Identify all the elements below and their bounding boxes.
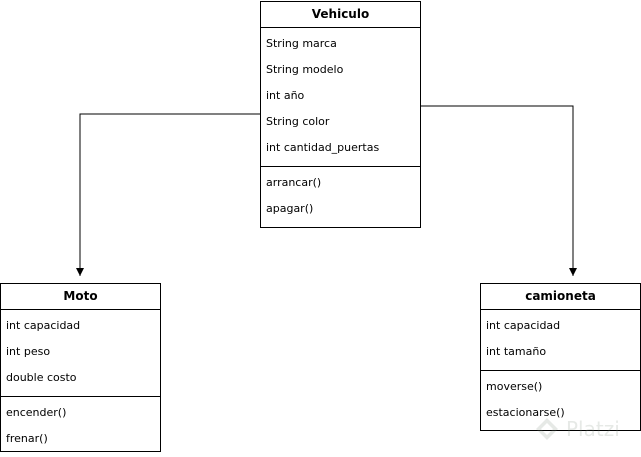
class-moto-attributes: int capacidad int peso double costo xyxy=(1,310,160,396)
class-moto-methods: encender() frenar() xyxy=(1,396,160,457)
class-camioneta-methods: moverse() estacionarse() xyxy=(481,370,640,431)
attribute-row: String modelo xyxy=(266,63,344,76)
attribute-row: String marca xyxy=(266,37,337,50)
method-row: frenar() xyxy=(6,432,48,445)
attribute-row: int cantidad_puertas xyxy=(266,141,380,154)
method-row: apagar() xyxy=(266,202,314,215)
platzi-watermark: Platzi xyxy=(534,416,620,442)
attribute-row: int capacidad xyxy=(6,319,81,332)
attribute-row: double costo xyxy=(6,371,77,384)
platzi-logo-icon xyxy=(536,418,558,440)
connector-vehiculo-to-moto xyxy=(76,113,260,276)
method-row: arrancar() xyxy=(266,176,322,189)
class-camioneta-attributes: int capacidad int tamaño xyxy=(481,310,640,370)
class-vehiculo-methods: arrancar() apagar() xyxy=(261,166,420,227)
attribute-row: String color xyxy=(266,115,330,128)
watermark-text: Platzi xyxy=(566,417,620,441)
class-vehiculo[interactable]: Vehiculo String marca String modelo int … xyxy=(260,1,421,228)
attribute-row: int peso xyxy=(6,345,51,358)
class-camioneta[interactable]: camioneta int capacidad int tamaño mover… xyxy=(480,283,641,431)
class-moto-title: Moto xyxy=(1,284,160,310)
attribute-row: int año xyxy=(266,89,305,102)
method-row: encender() xyxy=(6,406,67,419)
attribute-row: int capacidad xyxy=(486,319,561,332)
class-vehiculo-attributes: String marca String modelo int año Strin… xyxy=(261,28,420,166)
attribute-row: int tamaño xyxy=(486,345,547,358)
method-row: moverse() xyxy=(486,380,543,393)
class-moto[interactable]: Moto int capacidad int peso double costo… xyxy=(0,283,161,452)
class-camioneta-title: camioneta xyxy=(481,284,640,310)
method-row: estacionarse() xyxy=(486,406,565,419)
connector-vehiculo-to-camioneta xyxy=(421,105,577,276)
class-vehiculo-title: Vehiculo xyxy=(261,2,420,28)
